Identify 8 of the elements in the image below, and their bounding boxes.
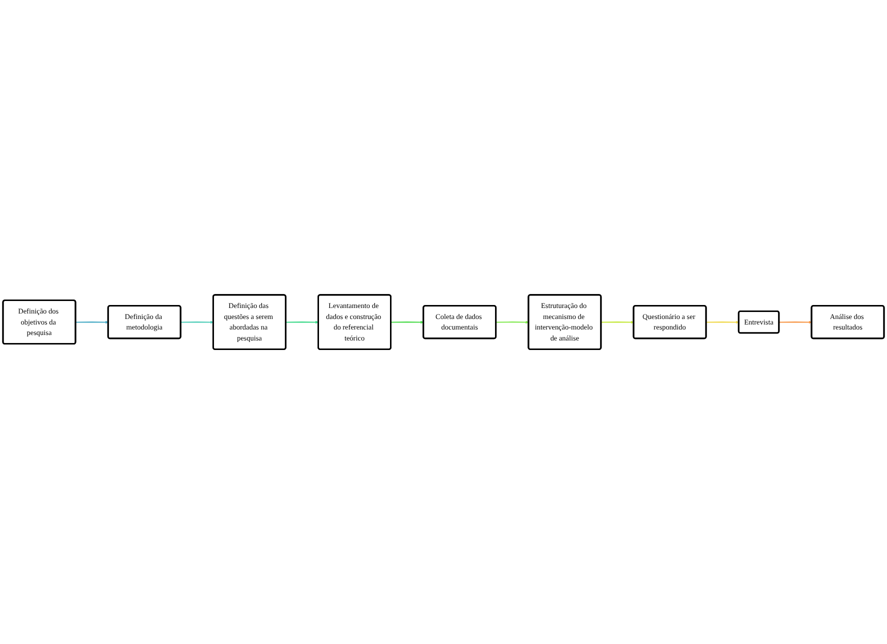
arrow: [390, 320, 424, 324]
arrow: [286, 320, 319, 324]
arrow: [496, 320, 529, 324]
arrow: [76, 320, 108, 324]
arrow: [706, 320, 739, 324]
arrow: [779, 320, 812, 324]
arrow: [180, 320, 214, 324]
arrow: [601, 320, 634, 324]
